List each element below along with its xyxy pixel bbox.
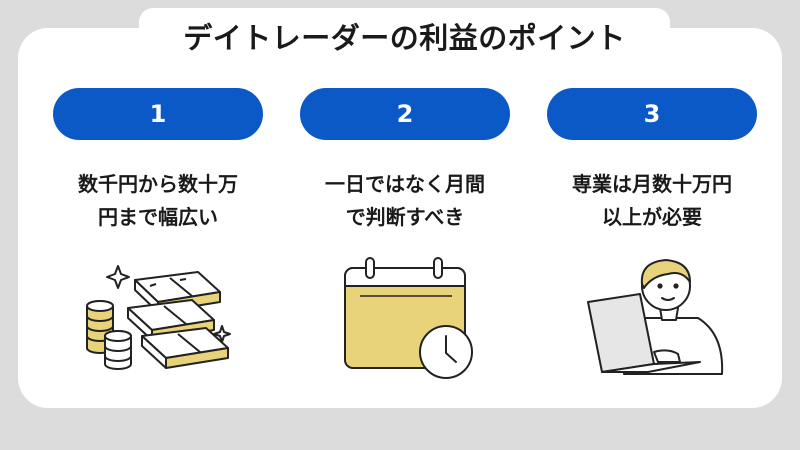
point-1-badge: 1: [53, 88, 263, 140]
point-1-line-1: 数千円から数十万: [78, 172, 238, 196]
point-3-text: 専業は月数十万円 以上が必要: [527, 168, 777, 234]
point-3-line-2: 以上が必要: [602, 205, 702, 229]
point-2-line-2: で判断すべき: [345, 205, 465, 229]
point-2-badge: 2: [300, 88, 510, 140]
point-3-badge: 3: [547, 88, 757, 140]
title-tab: デイトレーダーの利益のポイント: [139, 8, 670, 64]
page-title: デイトレーダーの利益のポイント: [183, 21, 626, 55]
person-laptop-icon: [587, 259, 724, 375]
point-2-number: 2: [396, 100, 414, 128]
point-3-line-1: 専業は月数十万円: [572, 172, 732, 196]
point-2-text: 一日ではなく月間 で判断すべき: [280, 168, 530, 234]
calendar-clock-icon: [344, 257, 473, 379]
point-1-text: 数千円から数十万 円まで幅広い: [33, 168, 283, 234]
point-1-number: 1: [149, 100, 167, 128]
point-3-number: 3: [643, 100, 661, 128]
point-2-line-1: 一日ではなく月間: [325, 172, 485, 196]
money-stack-icon: [86, 265, 231, 370]
point-1-line-2: 円まで幅広い: [98, 205, 218, 229]
